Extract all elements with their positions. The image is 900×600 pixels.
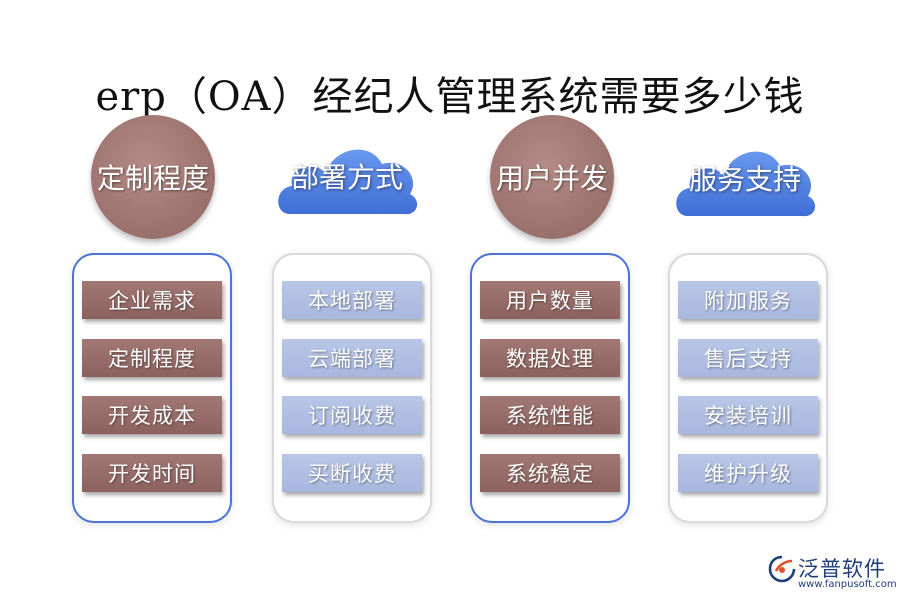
card-service: 附加服务 售后支持 安装培训 维护升级 xyxy=(668,253,828,523)
card-customization: 企业需求 定制程度 开发成本 开发时间 xyxy=(72,253,232,523)
brand-logo[interactable]: 泛普软件 www.fanpusoft.com xyxy=(768,553,897,593)
cloud-shape: 服务支持 xyxy=(670,120,820,230)
list-item: 云端部署 xyxy=(282,339,422,377)
header-service: 服务支持 xyxy=(670,120,820,230)
list-item: 订阅收费 xyxy=(282,396,422,434)
list-item: 定制程度 xyxy=(82,339,222,377)
page-title: erp（OA）经纪人管理系统需要多少钱 xyxy=(95,74,805,120)
header-label: 部署方式 xyxy=(290,161,403,194)
header-deployment: 部署方式 xyxy=(272,118,422,228)
list-item: 用户数量 xyxy=(480,281,620,319)
header-label: 定制程度 xyxy=(96,162,209,195)
list-item: 附加服务 xyxy=(678,281,818,319)
list-item: 数据处理 xyxy=(480,339,620,377)
cloud-shape: 部署方式 xyxy=(272,118,422,228)
list-item: 本地部署 xyxy=(282,281,422,319)
list-item: 安装培训 xyxy=(678,396,818,434)
card-concurrency: 用户数量 数据处理 系统性能 系统稳定 xyxy=(470,253,630,523)
list-item: 企业需求 xyxy=(82,281,222,319)
list-item: 开发成本 xyxy=(82,396,222,434)
header-customization: 定制程度 xyxy=(78,115,228,239)
card-deployment: 本地部署 云端部署 订阅收费 买断收费 xyxy=(272,253,432,523)
list-item: 开发时间 xyxy=(82,454,222,492)
brand-url[interactable]: www.fanpusoft.com xyxy=(798,579,897,590)
header-label: 服务支持 xyxy=(688,163,801,196)
header-label: 用户并发 xyxy=(495,162,608,195)
header-circle: 用户并发 xyxy=(490,115,614,239)
list-item: 维护升级 xyxy=(678,454,818,492)
header-concurrency: 用户并发 xyxy=(477,115,627,239)
list-item: 系统性能 xyxy=(480,396,620,434)
fanpu-logo-icon xyxy=(768,555,796,583)
header-circle: 定制程度 xyxy=(91,115,215,239)
list-item: 买断收费 xyxy=(282,454,422,492)
list-item: 系统稳定 xyxy=(480,454,620,492)
brand-name: 泛普软件 xyxy=(798,557,886,581)
list-item: 售后支持 xyxy=(678,339,818,377)
